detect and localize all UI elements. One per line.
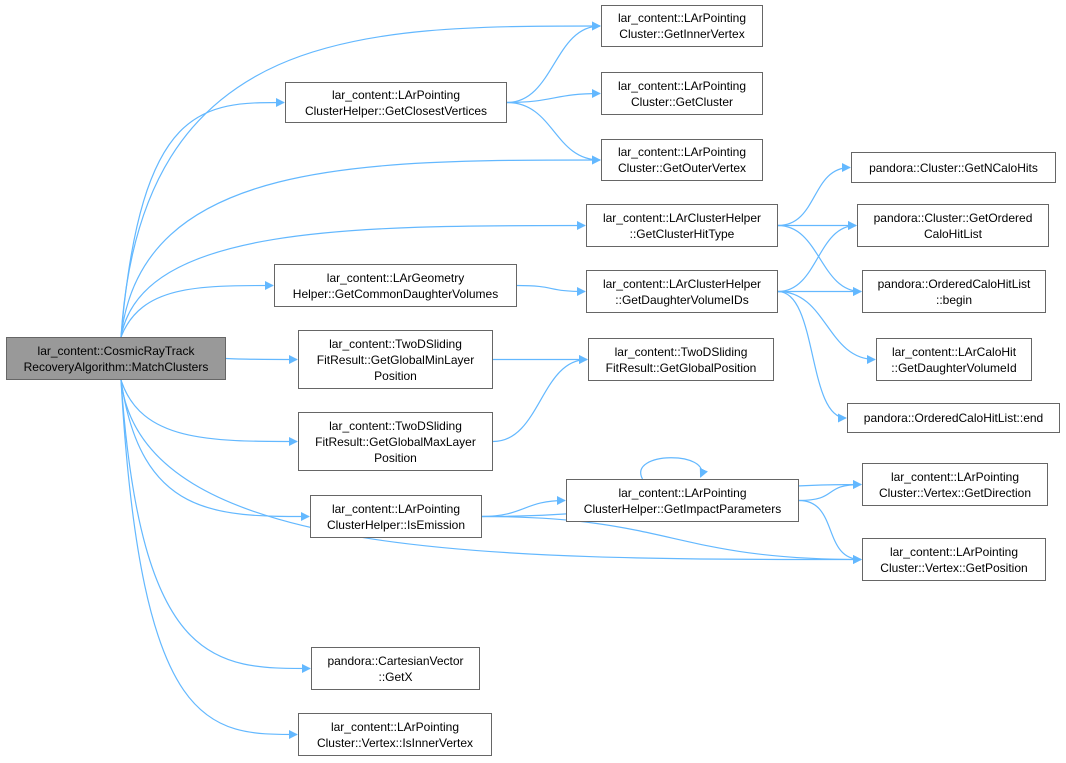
node-label-line: pandora::Cluster::GetNCaloHits <box>869 160 1038 175</box>
node-label-line: Cluster::Vertex::GetDirection <box>878 485 1032 500</box>
edge-ise-to-gpos <box>481 515 862 564</box>
node-label-line: ::GetDaughterVolumeId <box>891 360 1017 375</box>
node-get-n-calo-hits[interactable]: pandora::Cluster::GetNCaloHits <box>851 152 1056 183</box>
edge-gdvi-to-ochle <box>777 290 847 423</box>
node-label-line: ::GetX <box>378 669 413 684</box>
node-label-line: FitResult::GetGlobalPosition <box>605 360 757 375</box>
node-label-line: lar_content::LArPointing <box>330 719 460 734</box>
node-label-line: lar_content::LArCaloHit <box>891 344 1017 359</box>
node-label-line: Cluster::GetCluster <box>630 94 734 109</box>
node-label-line: pandora::OrderedCaloHitList::end <box>863 411 1044 425</box>
edge-ise-to-gip <box>481 496 566 518</box>
node-label-line: pandora::CartesianVector <box>327 653 464 668</box>
node-label-line: lar_content::LArPointing <box>890 469 1020 484</box>
node-label-line: Cluster::GetInnerVertex <box>619 27 745 41</box>
node-label-line: lar_content::LArPointing <box>331 501 461 516</box>
edge-root-to-ise <box>120 379 310 521</box>
node-label-line: Cluster::Vertex::IsInnerVertex <box>316 735 474 750</box>
node-label-line: lar_content::LArPointing <box>331 87 461 102</box>
node-label-line: lar_content::LArPointing <box>618 485 747 500</box>
node-label-line: lar_content::CosmicRayTrack <box>37 343 195 358</box>
node-label-line: Position <box>374 450 417 465</box>
edge-root-to-giv <box>120 21 601 338</box>
node-label-line: ::GetDaughterVolumeIDs <box>615 292 749 307</box>
edge-gcv-to-giv <box>506 21 601 104</box>
node-label-line: ClusterHelper::GetImpactParameters <box>583 501 782 516</box>
node-label-line: pandora::Cluster::GetOrdered <box>873 210 1033 225</box>
edge-gip-to-gip <box>640 457 708 480</box>
edge-gdvi-to-gochl <box>777 221 857 293</box>
node-label-line: lar_content::LArPointing <box>617 11 747 25</box>
node-label-line: ::begin <box>935 292 973 307</box>
node-label-line: pandora::OrderedCaloHitList <box>877 276 1031 291</box>
edge-root-to-gcht <box>120 221 586 338</box>
node-label-line: CaloHitList <box>923 226 983 241</box>
edge-gcv-to-gc <box>506 89 601 104</box>
node-label-line: lar_content::LArPointing <box>617 78 747 93</box>
edge-root-to-gmaxlp <box>120 379 298 446</box>
node-label-line: lar_content::TwoDSliding <box>329 418 462 433</box>
edge-root-to-gcdv <box>120 281 274 338</box>
edge-gcht-to-ochlb <box>777 224 862 296</box>
edge-gcdv-to-gdvi <box>516 284 586 296</box>
edge-gcht-to-ncalo <box>777 163 851 227</box>
edge-root-to-getx <box>120 379 311 673</box>
node-label-line: lar_content::LArGeometry <box>326 270 465 285</box>
node-label-line: ClusterHelper::IsEmission <box>326 517 466 532</box>
node-ordered-calo-hit-list-end[interactable]: pandora::OrderedCaloHitList::end <box>847 403 1060 433</box>
node-label-line: ::GetClusterHitType <box>629 226 735 241</box>
edge-gip-to-gdir <box>798 480 862 502</box>
edge-gdvi-to-lchdv <box>777 290 876 364</box>
node-label-line: Cluster::GetOuterVertex <box>617 161 747 175</box>
node-label-line: lar_content::LArPointing <box>617 145 747 159</box>
node-label-line: ClusterHelper::GetClosestVertices <box>304 103 488 118</box>
edge-root-to-iiv <box>120 379 298 739</box>
node-label-line: Cluster::Vertex::GetPosition <box>880 560 1028 575</box>
node-label-line: lar_content::LArPointing <box>889 544 1019 559</box>
node-label-line: lar_content::LArClusterHelper <box>602 210 762 225</box>
edge-root-to-gcv <box>120 98 285 338</box>
edge-gip-to-gpos <box>798 499 862 564</box>
node-label-line: RecoveryAlgorithm::MatchClusters <box>23 359 209 374</box>
node-cartesian-vector-get-x[interactable]: pandora::CartesianVector::GetX <box>311 647 480 690</box>
edge-gcv-to-gov <box>506 101 601 165</box>
edge-gmaxlp-to-ggp <box>492 355 588 443</box>
node-label-line: lar_content::TwoDSliding <box>329 336 462 351</box>
node-get-daughter-volume-ids[interactable]: lar_content::LArClusterHelper::GetDaught… <box>586 270 778 313</box>
node-label-line: FitResult::GetGlobalMinLayer <box>316 352 475 367</box>
node-label-line: Helper::GetCommonDaughterVolumes <box>292 286 499 301</box>
edge-root-to-gminlp <box>225 354 298 364</box>
edge-root-to-gov <box>120 155 601 338</box>
node-label-line: lar_content::TwoDSliding <box>614 344 748 359</box>
node-get-cluster-hit-type[interactable]: lar_content::LArClusterHelper::GetCluste… <box>586 204 778 247</box>
node-label-line: FitResult::GetGlobalMaxLayer <box>315 434 476 449</box>
node-label-line: lar_content::LArClusterHelper <box>602 276 762 291</box>
node-ordered-calo-hit-list-begin[interactable]: pandora::OrderedCaloHitList::begin <box>862 270 1046 313</box>
node-label-line: Position <box>374 368 417 383</box>
node-get-daughter-volume-id[interactable]: lar_content::LArCaloHit::GetDaughterVolu… <box>876 338 1032 381</box>
